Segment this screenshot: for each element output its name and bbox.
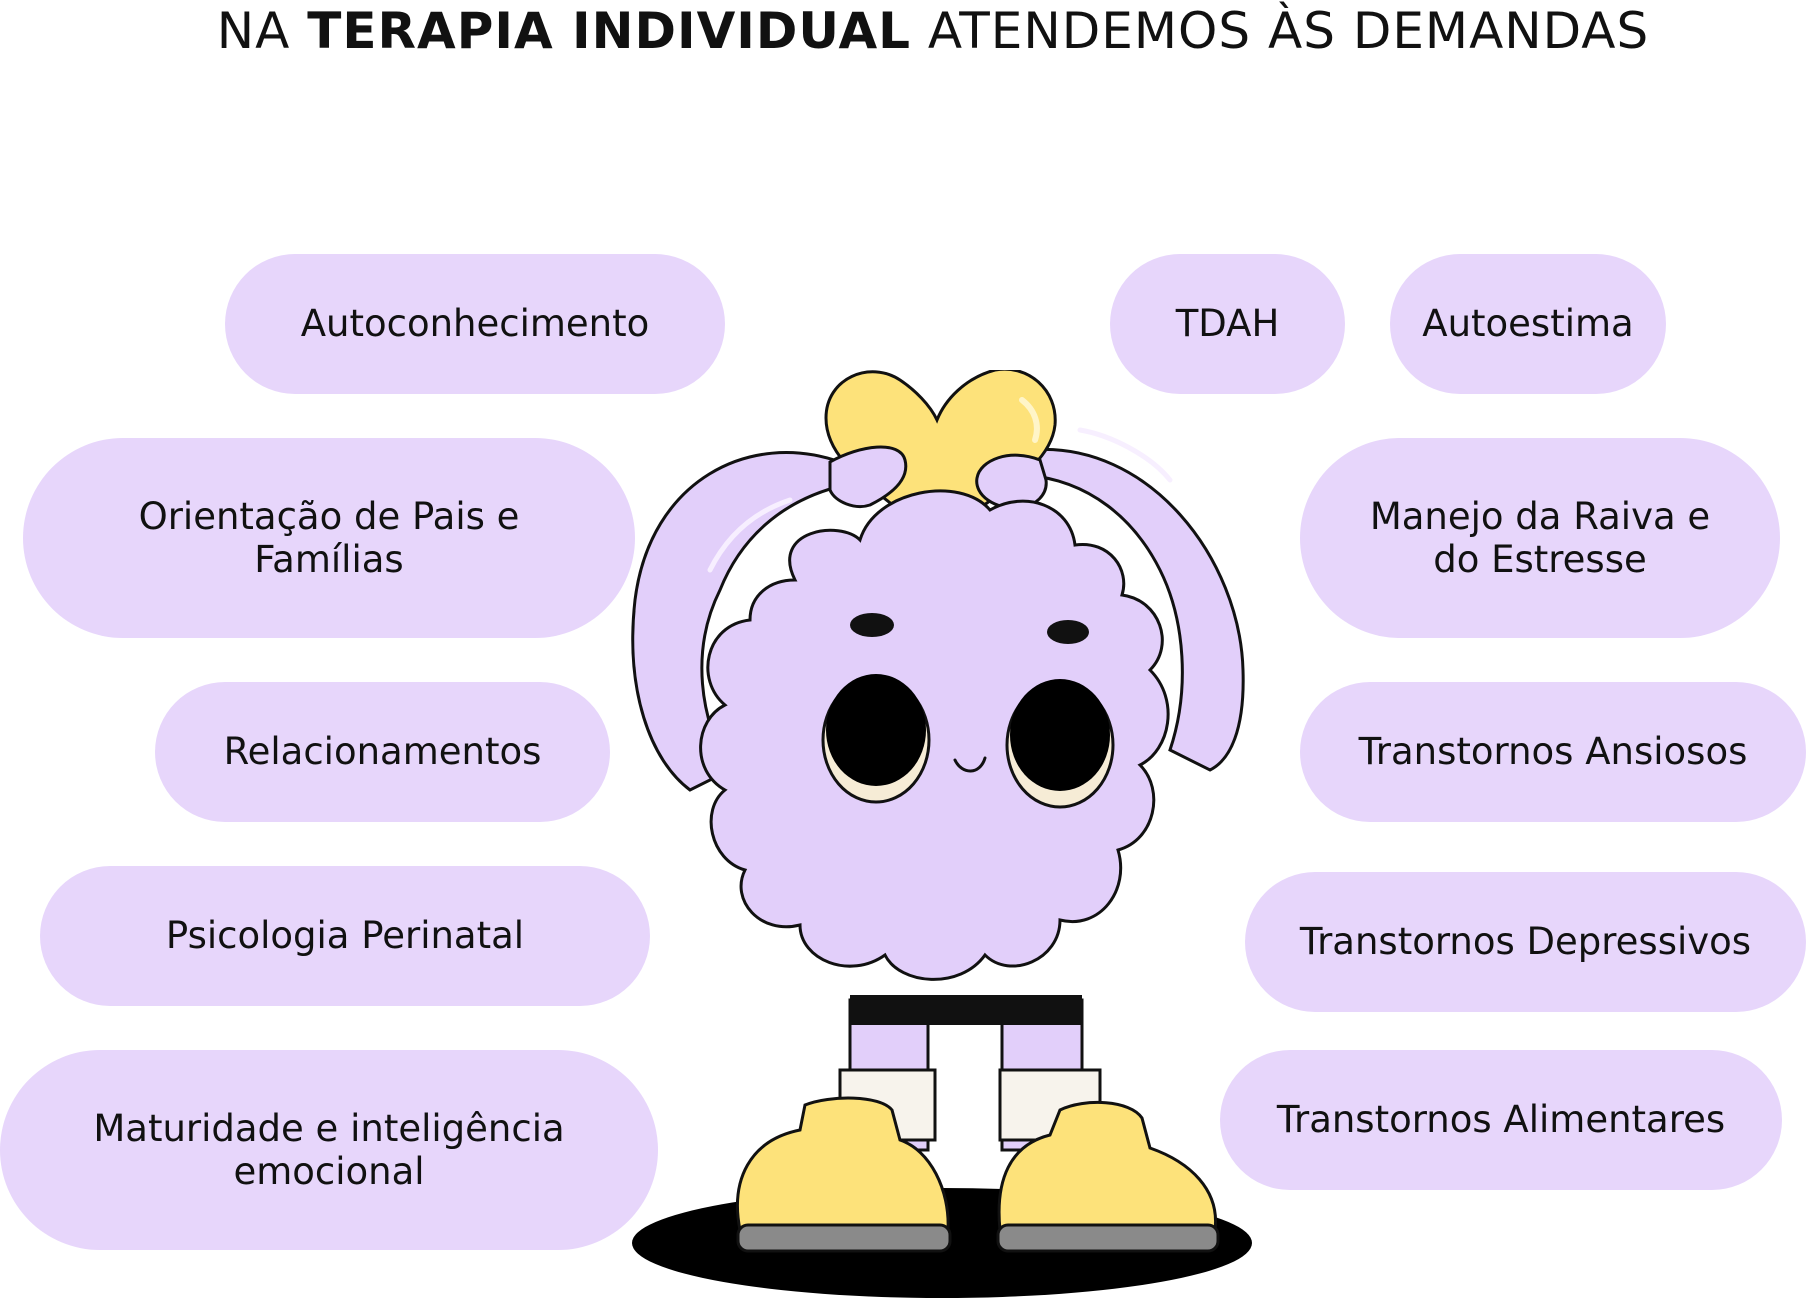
topic-manejo-raiva-estresse: Manejo da Raiva e do Estresse xyxy=(1300,438,1780,638)
topic-orientacao-pais-familias: Orientação de Pais e Famílias xyxy=(23,438,635,638)
left-shoe xyxy=(736,1096,950,1232)
topic-tdah: TDAH xyxy=(1110,254,1345,394)
title-prefix: NA xyxy=(216,2,308,60)
topic-maturidade-inteligencia-emocional: Maturidade e inteligência emocional xyxy=(0,1050,658,1250)
page-title: NA TERAPIA INDIVIDUAL ATENDEMOS ÀS DEMAN… xyxy=(0,2,1806,60)
left-brow xyxy=(850,613,894,637)
title-suffix: ATENDEMOS ÀS DEMANDAS xyxy=(911,2,1650,60)
topic-psicologia-perinatal: Psicologia Perinatal xyxy=(40,866,650,1006)
topic-autoestima: Autoestima xyxy=(1390,254,1666,394)
smile xyxy=(953,756,987,773)
topic-transtornos-alimentares: Transtornos Alimentares xyxy=(1220,1050,1782,1190)
topic-transtornos-depressivos: Transtornos Depressivos xyxy=(1245,872,1806,1012)
title-emphasis: TERAPIA INDIVIDUAL xyxy=(307,2,912,60)
topic-autoconhecimento: Autoconhecimento xyxy=(225,254,725,394)
left-arm xyxy=(631,451,847,792)
heart-icon xyxy=(824,370,1057,545)
topic-relacionamentos: Relacionamentos xyxy=(155,682,610,822)
brain-mascot-icon xyxy=(631,370,1252,1298)
right-brow xyxy=(1047,620,1089,644)
brain-body xyxy=(699,489,1170,981)
right-arm xyxy=(1023,447,1245,772)
topic-transtornos-ansiosos: Transtornos Ansiosos xyxy=(1300,682,1806,822)
left-hand xyxy=(828,445,908,508)
right-hand xyxy=(975,453,1048,510)
right-shoe xyxy=(997,1100,1218,1232)
